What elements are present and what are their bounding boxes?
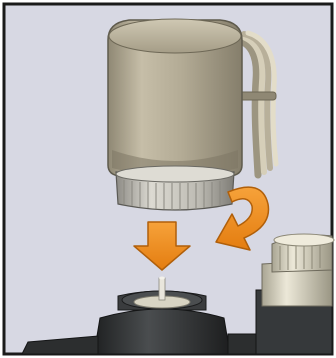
actuator-head-icon <box>108 19 242 176</box>
valve-pin-icon <box>159 277 165 301</box>
knurled-ring-icon <box>116 166 234 210</box>
